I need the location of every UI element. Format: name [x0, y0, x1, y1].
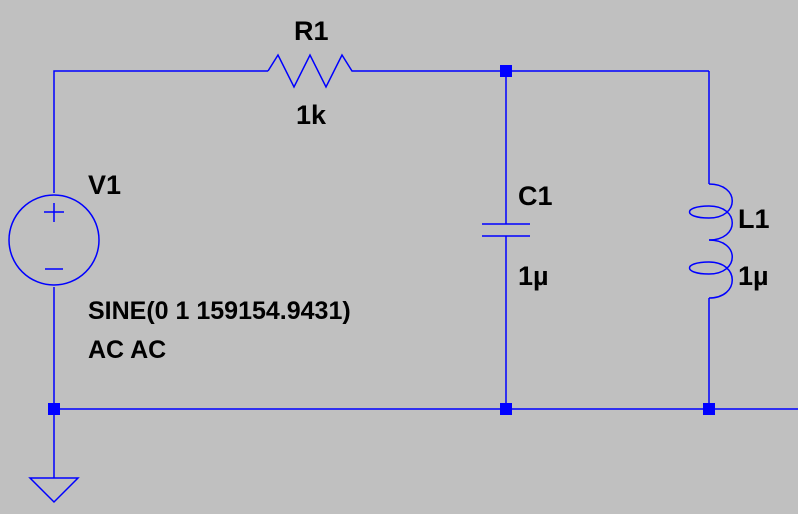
- capacitor-value-label: 1µ: [518, 261, 549, 291]
- junction-top: [500, 65, 512, 77]
- resistor-value-label: 1k: [296, 100, 327, 130]
- voltage-source-icon[interactable]: [8, 194, 100, 286]
- source-spec-line1: SINE(0 1 159154.9431): [88, 297, 351, 325]
- resistor-ref-label: R1: [294, 16, 329, 46]
- inductor-value-label: 1µ: [738, 261, 769, 291]
- ground-icon[interactable]: [28, 477, 80, 504]
- source-ref-label: V1: [88, 170, 121, 200]
- wire-top-left[interactable]: [53, 70, 268, 193]
- resistor-icon[interactable]: [267, 53, 358, 89]
- capacitor-ref-label: C1: [518, 181, 553, 211]
- source-spec-line2: AC AC: [88, 336, 166, 364]
- junction-bottom-right: [703, 403, 715, 415]
- inductor-ref-label: L1: [738, 204, 770, 234]
- wires: [53, 70, 798, 478]
- capacitor-icon[interactable]: [482, 223, 530, 237]
- inductor-icon[interactable]: [688, 183, 733, 299]
- junction-bottom-middle: [500, 403, 512, 415]
- junction-bottom-left: [48, 403, 60, 415]
- junctions: [48, 65, 715, 415]
